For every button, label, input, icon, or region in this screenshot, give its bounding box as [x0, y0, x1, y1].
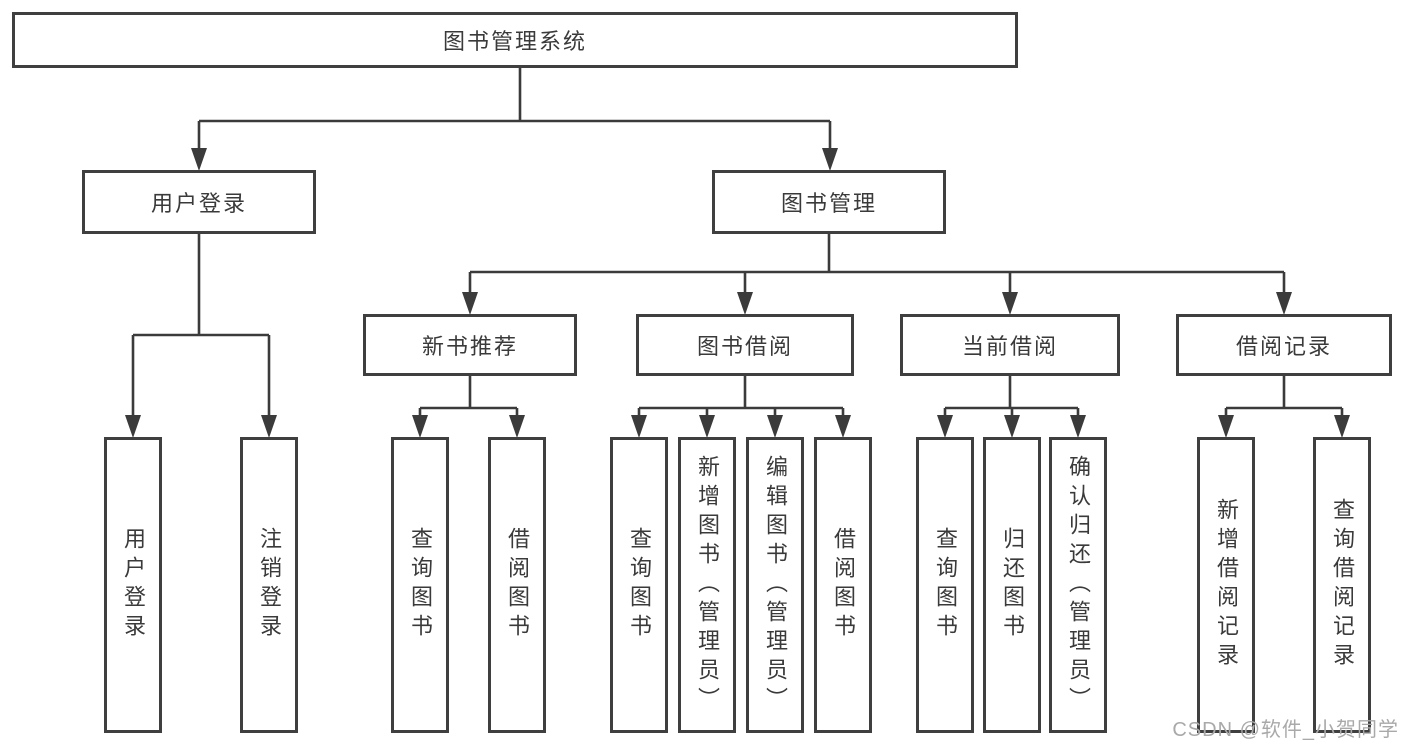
- leaf-query-borrow-record: 查询借阅记录: [1313, 437, 1371, 733]
- node-borrowing-records: 借阅记录: [1176, 314, 1392, 376]
- leaf-label: 确认归还（管理员）: [1066, 454, 1091, 716]
- node-current-borrowing: 当前借阅: [900, 314, 1120, 376]
- leaf-label: 新增图书（管理员）: [695, 454, 720, 716]
- leaf-label: 新增借阅记录: [1214, 498, 1239, 672]
- leaf-label: 借阅图书: [831, 527, 856, 643]
- leaf-query-books-recommend: 查询图书: [391, 437, 449, 733]
- leaf-add-books-admin: 新增图书（管理员）: [678, 437, 736, 733]
- arrow-down-icon: [191, 148, 207, 171]
- leaf-query-books-borrow: 查询图书: [610, 437, 668, 733]
- leaf-query-books-current: 查询图书: [916, 437, 974, 733]
- node-label: 借阅记录: [1235, 334, 1332, 359]
- node-book-borrowing: 图书借阅: [636, 314, 854, 376]
- arrow-down-icon: [509, 415, 525, 438]
- leaf-add-borrow-record: 新增借阅记录: [1197, 437, 1255, 733]
- leaf-label: 归还图书: [1000, 527, 1025, 643]
- leaf-label: 查询借阅记录: [1330, 498, 1355, 672]
- node-label: 图书借阅: [696, 334, 793, 359]
- arrow-down-icon: [937, 415, 953, 438]
- arrow-down-icon: [412, 415, 428, 438]
- leaf-label: 注销登录: [257, 527, 282, 643]
- arrow-down-icon: [261, 415, 277, 438]
- leaf-logout: 注销登录: [240, 437, 298, 733]
- node-book-management-module: 图书管理: [712, 170, 946, 234]
- arrowheads: [125, 148, 1350, 438]
- arrow-down-icon: [835, 415, 851, 438]
- leaf-borrow-books-recommend: 借阅图书: [488, 437, 546, 733]
- arrow-down-icon: [1276, 292, 1292, 315]
- node-root: 图书管理系统: [12, 12, 1018, 68]
- node-label: 新书推荐: [421, 334, 518, 359]
- arrow-down-icon: [125, 415, 141, 438]
- arrow-down-icon: [737, 292, 753, 315]
- node-label: 用户登录: [150, 191, 247, 216]
- tree-edges: [131, 68, 1344, 420]
- leaf-borrow-books: 借阅图书: [814, 437, 872, 733]
- arrow-down-icon: [1002, 292, 1018, 315]
- leaf-user-login: 用户登录: [104, 437, 162, 733]
- leaf-label: 查询图书: [933, 527, 958, 643]
- arrow-down-icon: [631, 415, 647, 438]
- arrow-down-icon: [1070, 415, 1086, 438]
- node-label: 图书管理: [780, 191, 877, 216]
- arrow-down-icon: [1334, 415, 1350, 438]
- node-label: 当前借阅: [961, 334, 1058, 359]
- node-new-book-recommend: 新书推荐: [363, 314, 577, 376]
- arrow-down-icon: [1004, 415, 1020, 438]
- node-root-label: 图书管理系统: [442, 29, 587, 54]
- arrow-down-icon: [1218, 415, 1234, 438]
- arrow-down-icon: [767, 415, 783, 438]
- arrow-down-icon: [699, 415, 715, 438]
- leaf-label: 借阅图书: [505, 527, 530, 643]
- leaf-return-books: 归还图书: [983, 437, 1041, 733]
- leaf-edit-books-admin: 编辑图书（管理员）: [746, 437, 804, 733]
- csdn-watermark: CSDN @软件_小贺同学: [1172, 719, 1399, 741]
- leaf-label: 查询图书: [408, 527, 433, 643]
- arrow-down-icon: [462, 292, 478, 315]
- arrow-down-icon: [822, 148, 838, 171]
- node-user-login-module: 用户登录: [82, 170, 316, 234]
- leaf-label: 查询图书: [627, 527, 652, 643]
- leaf-label: 用户登录: [121, 527, 146, 643]
- leaf-label: 编辑图书（管理员）: [763, 454, 788, 716]
- leaf-confirm-return-admin: 确认归还（管理员）: [1049, 437, 1107, 733]
